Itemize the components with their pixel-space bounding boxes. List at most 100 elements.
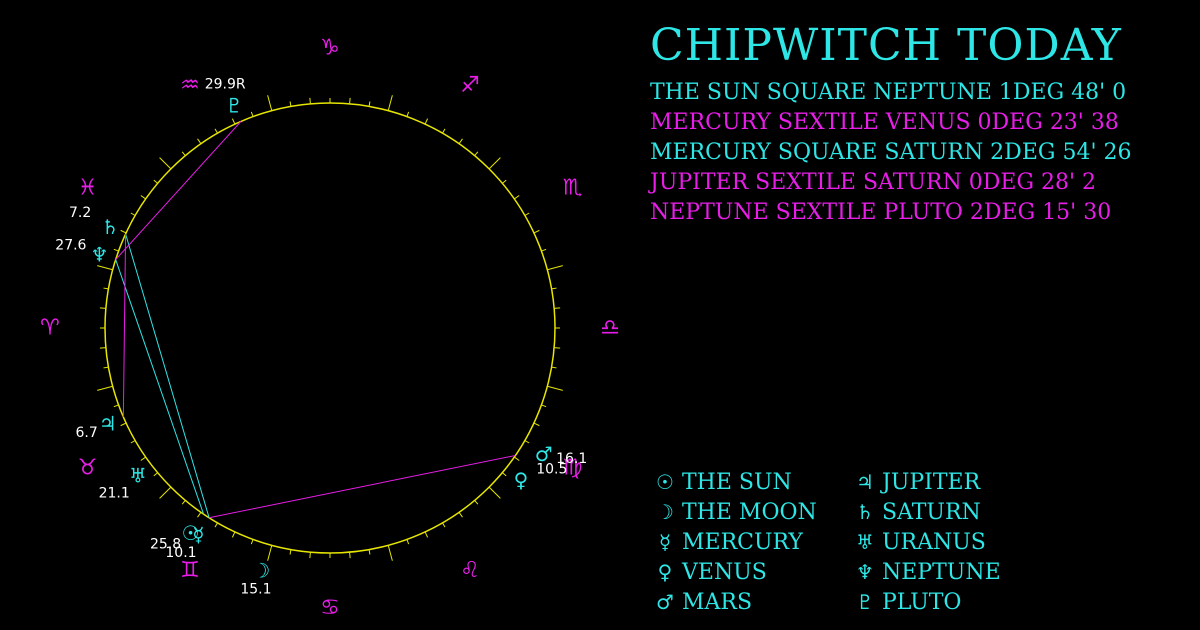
degree-tick — [250, 539, 254, 545]
degree-tick — [289, 549, 292, 555]
sign-virgo-icon: ♍ — [563, 456, 583, 481]
legend-item-mars: ♂ MARS — [650, 587, 817, 617]
degree-tick — [103, 366, 109, 369]
legend-item-mercury: ☿ MERCURY — [650, 527, 817, 557]
jupiter-icon: ♃ — [856, 470, 874, 494]
degree-tick — [541, 248, 547, 252]
legend-item-venus: ♀VENUS — [650, 557, 817, 587]
sign-taurus-icon: ♉ — [78, 456, 98, 481]
legend-item-neptune: ♆NEPTUNE — [850, 557, 1001, 587]
legend-item-uranus: ♅ URANUS — [850, 527, 1001, 557]
legend-label: NEPTUNE — [882, 560, 1001, 585]
planet-sun-icon: ☉ — [182, 521, 200, 545]
aspect-line-sun-neptune — [115, 259, 205, 515]
degree-tick — [368, 549, 371, 555]
degree-tick — [349, 97, 351, 104]
venus-icon: ♀ — [657, 560, 673, 584]
planet-legend-left: ☉THE SUN ☽THE MOON ☿MERCURY ♀VENUS ♂MARS — [650, 467, 817, 617]
planet-neptune-degree: 27.6 — [55, 237, 86, 253]
legend-label: SATURN — [882, 500, 981, 525]
degree-tick — [120, 229, 127, 234]
page-title: CHIPWITCH TODAY — [650, 20, 1122, 71]
aspect-line-jupiter-saturn — [122, 233, 127, 418]
degree-tick — [120, 422, 127, 427]
degree-tick — [140, 195, 146, 200]
legend-label: MERCURY — [682, 530, 803, 555]
degree-tick — [289, 101, 292, 107]
degree-tick — [349, 552, 351, 559]
legend-label: THE MOON — [682, 500, 817, 525]
planet-venus-degree: 10.5 — [536, 461, 567, 477]
degree-tick — [153, 179, 158, 184]
planet-moon-degree: 15.1 — [240, 582, 271, 598]
uranus-icon: ♅ — [856, 530, 874, 554]
sign-libra-icon: ♎ — [600, 316, 620, 341]
degree-tick — [424, 531, 429, 538]
degree-tick — [524, 440, 530, 444]
degree-tick — [387, 545, 393, 561]
degree-tick — [551, 366, 557, 369]
legend-label: URANUS — [882, 530, 986, 555]
planet-pluto-degree: 29.9R — [205, 77, 246, 93]
degree-tick — [214, 128, 218, 134]
degree-tick — [502, 472, 507, 477]
saturn-icon: ♄ — [856, 500, 874, 524]
planet-mars-icon: ♂ — [535, 442, 553, 466]
aspect-line-mercury-venus — [209, 454, 516, 519]
aspect-item: JUPITER SEXTILE SATURN 0DEG 28' 2 — [650, 170, 1097, 195]
degree-tick — [488, 157, 501, 170]
degree-tick — [554, 347, 561, 349]
planet-mars-degree: 16.1 — [556, 451, 587, 467]
aspect-list: THE SUN SQUARE NEPTUNE 1DEG 48' 0 MERCUR… — [650, 78, 1131, 228]
planet-venus-icon: ♀ — [514, 468, 529, 492]
degree-tick — [442, 522, 446, 528]
aspect-item: MERCURY SQUARE SATURN 2DEG 54' 26 — [650, 140, 1132, 165]
planet-mercury-degree: 10.1 — [165, 545, 196, 561]
mars-icon: ♂ — [656, 590, 674, 614]
legend-label: MARS — [682, 590, 753, 615]
planet-mercury-icon: ☿ — [192, 523, 204, 547]
degree-tick — [309, 97, 311, 104]
degree-tick — [547, 265, 563, 271]
aspect-line-neptune-pluto — [115, 121, 242, 260]
degree-tick — [502, 179, 507, 184]
degree-tick — [97, 385, 113, 391]
degree-tick — [159, 486, 172, 499]
planet-glyphs: ☉25.8☽15.1☿10.1♀10.5♂16.1♃6.7♄7.2♅21.1♆2… — [55, 77, 587, 598]
legend-label: JUPITER — [882, 470, 981, 495]
legend-item-saturn: ♄ SATURN — [850, 497, 1001, 527]
legend-item-moon: ☽ THE MOON — [650, 497, 817, 527]
astrology-wheel: ♈♉♊♋♌♍♎♏♐♑♒♓ ☉25.8☽15.1☿10.1♀10.5♂16.1♃6… — [40, 36, 620, 621]
degree-tick — [113, 404, 119, 408]
degree-tick — [250, 111, 254, 117]
degree-tick — [309, 552, 311, 559]
sign-pisces-icon: ♓ — [78, 176, 98, 201]
degree-tick — [474, 151, 479, 156]
degree-tick — [181, 151, 186, 156]
degree-tick — [488, 486, 501, 499]
degree-tick — [153, 472, 158, 477]
planet-saturn-degree: 7.2 — [69, 205, 91, 221]
degree-tick — [533, 229, 540, 234]
degree-tick — [387, 95, 393, 111]
planet-saturn-icon: ♄ — [101, 215, 119, 239]
mercury-icon: ☿ — [658, 530, 672, 554]
legend-label: PLUTO — [882, 590, 962, 615]
degree-tick — [140, 456, 146, 461]
degree-tick — [99, 347, 106, 349]
degree-tick — [406, 539, 410, 545]
pluto-icon: ♇ — [856, 590, 874, 614]
degree-tick — [159, 157, 172, 170]
sign-aries-icon: ♈ — [40, 316, 60, 341]
planet-neptune-icon: ♆ — [90, 242, 108, 266]
aspect-line-mercury-saturn — [125, 233, 210, 518]
sign-aquarius-icon: ♒ — [180, 73, 200, 98]
legend-item-pluto: ♇ PLUTO — [850, 587, 1001, 617]
degree-tick — [474, 500, 479, 505]
moon-icon: ☽ — [656, 500, 674, 524]
degree-tick — [267, 95, 273, 111]
degree-tick — [458, 512, 463, 518]
planet-legend-right: ♃ JUPITER ♄ SATURN ♅ URANUS ♆NEPTUNE ♇ PLUTO — [850, 467, 1001, 617]
aspect-lines — [115, 121, 516, 519]
degree-tick — [231, 118, 236, 125]
